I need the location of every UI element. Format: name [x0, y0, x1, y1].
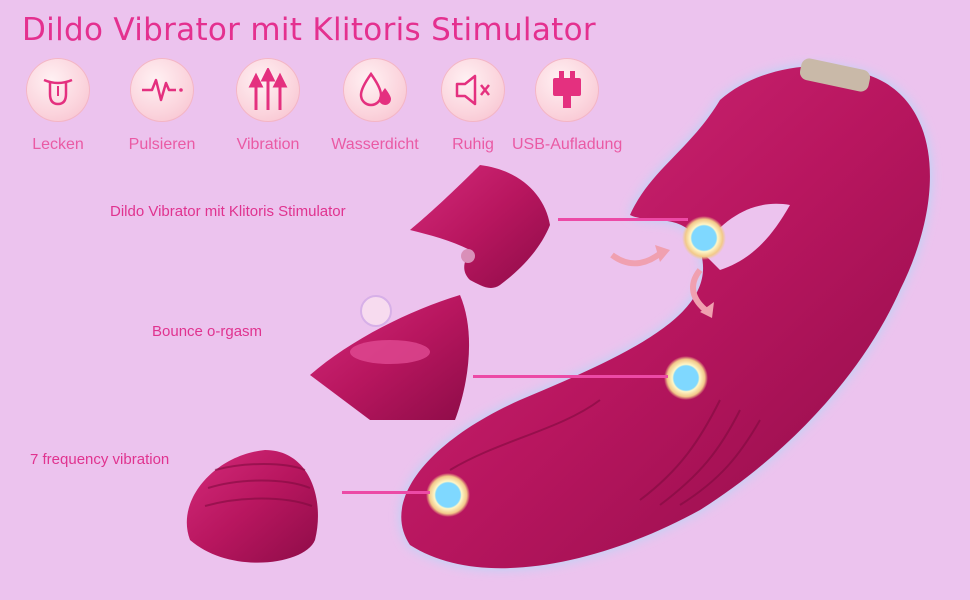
feature-label: Lecken	[32, 136, 84, 153]
feature-vibration: Vibration	[213, 58, 323, 154]
speaker-mute-icon	[441, 58, 505, 122]
page-title: Dildo Vibrator mit Klitoris Stimulator	[22, 12, 596, 48]
feature-lecken: Lecken	[3, 58, 113, 154]
usb-plug-icon	[535, 58, 599, 122]
callout-bounce: Bounce o-rgasm	[152, 323, 263, 340]
feature-label: Pulsieren	[128, 136, 196, 153]
feature-label: Ruhig	[452, 136, 494, 153]
hotspot-stimulator	[682, 216, 726, 260]
pearl-bead	[360, 295, 392, 327]
feature-ruhig: Ruhig	[418, 58, 528, 154]
feature-wasserdicht: Wasserdicht	[320, 58, 430, 154]
hotspot-frequency	[426, 473, 470, 517]
callout-stimulator: Dildo Vibrator mit Klitoris Stimulator	[110, 203, 346, 220]
water-drops-icon	[343, 58, 407, 122]
callout-frequency: 7 frequency vibration	[30, 451, 170, 468]
feature-pulsieren: Pulsieren	[107, 58, 217, 154]
feature-label: USB-Aufladung	[512, 136, 623, 153]
feature-usb: USB-Aufladung	[512, 58, 622, 154]
detail-ribbed-tip	[186, 450, 318, 563]
feature-label: Wasserdicht	[331, 136, 419, 153]
rotation-arrow-icon	[610, 249, 664, 267]
detail-tongue-head	[410, 165, 550, 288]
main-vibrator-body	[401, 66, 930, 569]
pulse-icon	[130, 58, 194, 122]
connector-line	[558, 218, 688, 221]
vibration-arrows-icon	[236, 58, 300, 122]
tongue-icon	[26, 58, 90, 122]
connector-line	[342, 491, 430, 494]
connector-line	[473, 375, 668, 378]
charging-port	[799, 58, 871, 92]
hotspot-bounce	[664, 356, 708, 400]
feature-label: Vibration	[236, 136, 300, 153]
